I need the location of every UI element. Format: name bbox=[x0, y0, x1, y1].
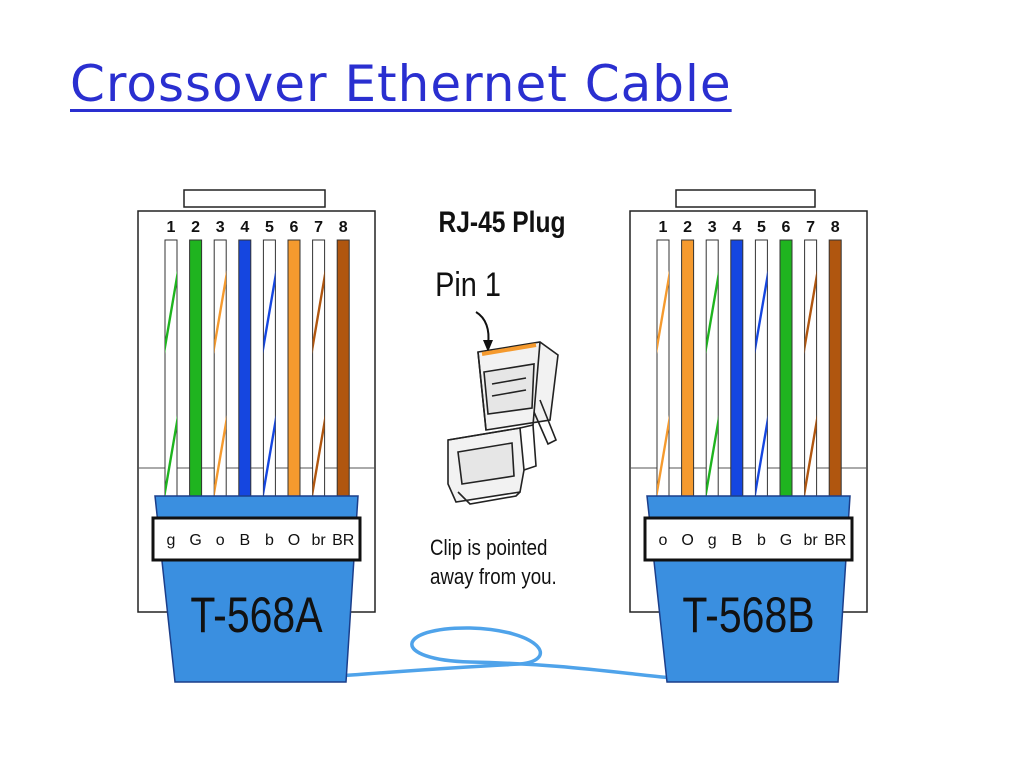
pin-number: 6 bbox=[782, 219, 791, 236]
wire-stripe bbox=[263, 270, 276, 354]
pin-number: 2 bbox=[191, 219, 200, 236]
pin-number: 5 bbox=[757, 219, 766, 236]
pin-number: 2 bbox=[683, 219, 692, 236]
wire-brown bbox=[336, 239, 350, 499]
wire-stripe bbox=[755, 415, 768, 499]
wire-orange bbox=[287, 239, 301, 499]
connector-tab bbox=[675, 189, 816, 208]
wire-blue bbox=[730, 239, 744, 499]
color-code: B bbox=[731, 532, 742, 549]
standard-label: T-568B bbox=[682, 587, 814, 643]
color-code: br bbox=[311, 532, 326, 549]
wire-green bbox=[189, 239, 203, 499]
wire-green bbox=[779, 239, 793, 499]
pin-number: 8 bbox=[831, 219, 840, 236]
rj45-plug-label: RJ-45 Plug bbox=[438, 205, 565, 239]
wire-stripe bbox=[657, 415, 669, 499]
wire-stripe bbox=[804, 415, 817, 499]
wire-stripe bbox=[804, 270, 817, 354]
wire-stripe bbox=[263, 415, 276, 499]
pin1-arrow bbox=[475, 311, 490, 345]
color-code: g bbox=[708, 532, 717, 549]
color-code: b bbox=[265, 532, 274, 549]
color-code: BR bbox=[824, 532, 846, 549]
clip-note-line2: away from you. bbox=[430, 566, 557, 590]
wire-stripe bbox=[706, 270, 719, 354]
color-code: o bbox=[659, 532, 668, 549]
wire-blue bbox=[238, 239, 252, 499]
clip-note-line1: Clip is pointed bbox=[430, 537, 547, 561]
pin-number: 1 bbox=[659, 219, 668, 236]
color-code: G bbox=[780, 532, 792, 549]
color-code: G bbox=[189, 532, 201, 549]
color-code: o bbox=[216, 532, 225, 549]
pin1-arrowhead bbox=[483, 340, 493, 352]
pin-number: 3 bbox=[708, 219, 717, 236]
color-code: B bbox=[239, 532, 250, 549]
standard-label: T-568A bbox=[190, 587, 323, 643]
wire-stripe bbox=[214, 415, 227, 499]
color-code: g bbox=[167, 532, 176, 549]
rj45-plug-icon bbox=[447, 341, 559, 505]
pin-number: 8 bbox=[339, 219, 348, 236]
pin-number: 6 bbox=[290, 219, 299, 236]
color-code: br bbox=[803, 532, 818, 549]
pin-number: 1 bbox=[167, 219, 176, 236]
pin-number: 3 bbox=[216, 219, 225, 236]
color-code: b bbox=[757, 532, 766, 549]
wire-stripe bbox=[165, 270, 177, 354]
color-code: O bbox=[681, 532, 693, 549]
wire-orange bbox=[681, 239, 695, 499]
cable-loop bbox=[337, 626, 673, 680]
pin-number: 4 bbox=[732, 219, 741, 236]
pin-number: 7 bbox=[806, 219, 815, 236]
wire-stripe bbox=[165, 415, 177, 499]
pin-number: 4 bbox=[240, 219, 249, 236]
wire-stripe bbox=[312, 270, 325, 354]
wire-stripe bbox=[706, 415, 719, 499]
color-code-box bbox=[643, 516, 854, 562]
pin-number: 7 bbox=[314, 219, 323, 236]
wire-stripe bbox=[214, 270, 227, 354]
color-code: BR bbox=[332, 532, 354, 549]
pin-number: 5 bbox=[265, 219, 274, 236]
slide-title: Crossover Ethernet Cable bbox=[70, 55, 732, 113]
wire-stripe bbox=[657, 270, 669, 354]
connector-tab bbox=[183, 189, 326, 208]
wire-stripe bbox=[312, 415, 325, 499]
color-code-box bbox=[151, 516, 362, 562]
wire-brown bbox=[828, 239, 842, 499]
wire-stripe bbox=[755, 270, 768, 354]
pin1-label: Pin 1 bbox=[435, 265, 501, 304]
color-code: O bbox=[288, 532, 300, 549]
